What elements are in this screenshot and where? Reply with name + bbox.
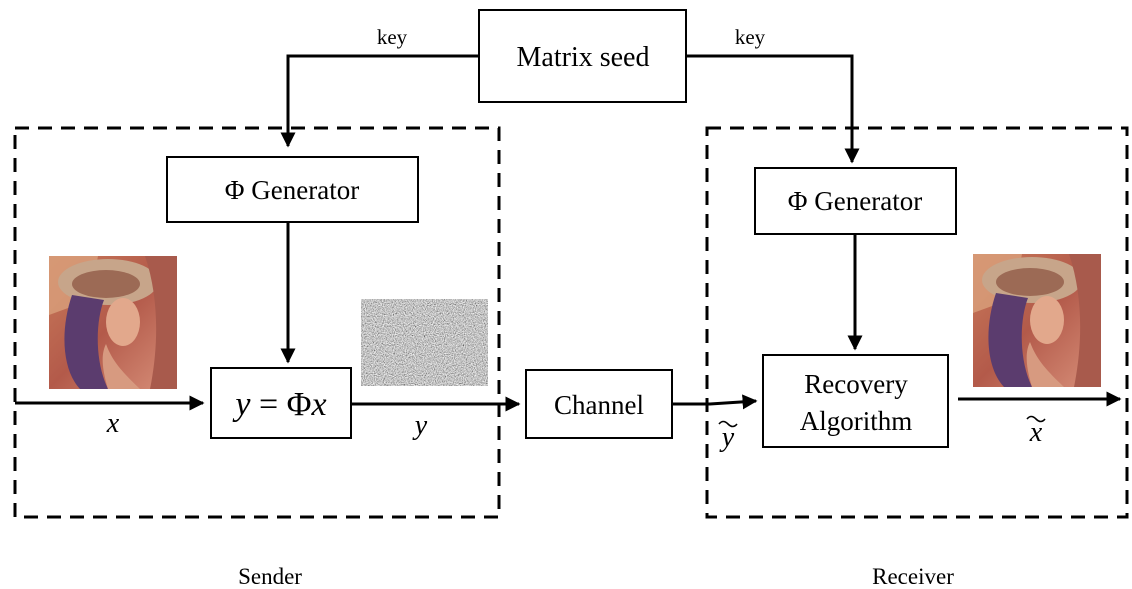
- sender-phi-generator-label: Φ Generator: [225, 175, 359, 205]
- output-y-label: y: [412, 410, 428, 441]
- channel-to-recovery-arrow: [672, 394, 758, 410]
- sender-group: [13, 126, 501, 519]
- channel-label: Channel: [554, 390, 644, 420]
- input-image: [49, 256, 177, 389]
- matrix-seed-box: Matrix seed: [478, 9, 687, 103]
- output-image: [973, 254, 1101, 387]
- receiver-label: Receiver: [872, 564, 954, 589]
- key-label-right: key: [735, 25, 766, 49]
- svg-text:x: x: [1029, 417, 1043, 448]
- input-x-label: x: [106, 408, 120, 439]
- key-arrow-left: [280, 54, 479, 148]
- recovery-algorithm-box: Recovery Algorithm: [762, 354, 949, 448]
- receiver-phi-generator-label: Φ Generator: [788, 186, 922, 216]
- received-y-tilde-label: y: [718, 420, 738, 453]
- sender-phi-generator-box: Φ Generator: [166, 156, 419, 223]
- receiver-group: [705, 126, 1129, 519]
- channel-box: Channel: [525, 369, 673, 439]
- matrix-seed-label: Matrix seed: [517, 42, 650, 73]
- recovery-label-line1: Recovery: [804, 369, 908, 399]
- key-arrow-right: [686, 54, 860, 164]
- measurement-box: y = Φx: [210, 367, 352, 439]
- sender-label: Sender: [238, 564, 302, 589]
- key-label-left: key: [377, 25, 408, 49]
- measurement-noise-image: [361, 299, 488, 386]
- output-x-tilde-label: x: [1026, 415, 1046, 448]
- svg-text:y: y: [719, 422, 735, 453]
- recovery-label-line2: Algorithm: [800, 406, 913, 436]
- measurement-equation: y = Φx: [232, 386, 326, 423]
- receiver-phi-generator-box: Φ Generator: [754, 167, 957, 235]
